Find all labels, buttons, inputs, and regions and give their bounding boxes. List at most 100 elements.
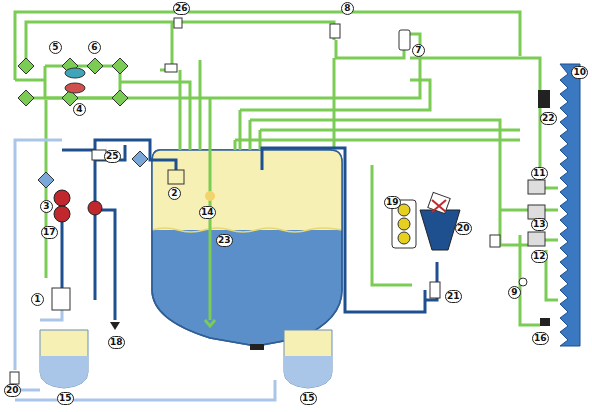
- callout-number: 3: [40, 200, 53, 213]
- callout-number: 18: [108, 336, 125, 349]
- schematic-part: [152, 150, 342, 230]
- callout-number: 1: [31, 293, 44, 306]
- induction-hopper: [392, 192, 460, 298]
- schematic-part: [330, 24, 340, 38]
- schematic-part: [519, 278, 527, 286]
- schematic-part: [520, 235, 540, 325]
- callout-number: 20: [455, 222, 472, 235]
- schematic-part: [110, 322, 120, 330]
- schematic-part: [15, 79, 45, 82]
- schematic-part: [262, 148, 425, 312]
- schematic-part: [528, 180, 545, 194]
- schematic-part: [62, 149, 95, 152]
- schematic-part: [340, 12, 520, 56]
- schematic-part: [398, 218, 410, 230]
- schematic-part: [95, 210, 115, 320]
- schematic-part: [560, 64, 580, 346]
- schematic-part: [545, 188, 558, 300]
- schematic-part: [18, 90, 34, 106]
- schematic-part: [528, 232, 545, 246]
- schematic-part: [95, 140, 176, 300]
- schematic-part: [538, 90, 550, 108]
- schematic-part: [45, 100, 48, 278]
- green-lines: [15, 12, 558, 326]
- schematic-part: [65, 68, 85, 78]
- schematic-part: [26, 22, 334, 66]
- rinse-tanks: [10, 330, 332, 388]
- callout-number: 12: [531, 250, 548, 263]
- callout-number: 9: [508, 286, 521, 299]
- callout-number: 8: [341, 2, 354, 15]
- rinse-lines: [15, 140, 275, 400]
- schematic-part: [45, 66, 120, 98]
- schematic-part: [165, 64, 177, 72]
- schematic-part: [250, 344, 264, 350]
- schematic-part: [38, 172, 54, 188]
- schematic-part: [528, 205, 545, 219]
- schematic-part: [10, 372, 19, 384]
- callout-number: 26: [173, 2, 190, 15]
- schematic-part: [152, 228, 342, 232]
- pump-parts: [38, 150, 184, 330]
- spray-boom: [560, 64, 580, 346]
- schematic-part: [430, 282, 440, 298]
- schematic-part: [40, 356, 88, 388]
- schematic-part: [428, 192, 450, 213]
- callout-number: 11: [531, 167, 548, 180]
- callout-number: 19: [384, 196, 401, 209]
- schematic-part: [540, 318, 550, 326]
- callout-number: 2: [168, 187, 181, 200]
- callout-number: 15: [57, 392, 74, 405]
- schematic-part: [398, 232, 410, 244]
- schematic-part: [432, 200, 446, 212]
- schematic-part: [18, 58, 34, 74]
- callout-number: 22: [540, 112, 557, 125]
- pressure-lines: [62, 140, 437, 320]
- callout-number: 13: [531, 218, 548, 231]
- callout-number: 17: [41, 226, 58, 239]
- callout-number: 7: [412, 44, 425, 57]
- schematic-part: [52, 288, 70, 310]
- schematic-part: [26, 34, 420, 98]
- schematic-part: [490, 235, 500, 247]
- callout-number: 10: [571, 66, 588, 79]
- schematic-part: [174, 18, 182, 28]
- callout-number: 21: [445, 290, 462, 303]
- callout-number: 5: [49, 41, 62, 54]
- schematic-part: [160, 22, 172, 70]
- schematic-part: [284, 330, 332, 388]
- callout-number: 6: [88, 41, 101, 54]
- schematic-part: [205, 191, 215, 201]
- schematic-part: [65, 83, 85, 93]
- schematic-part: [15, 12, 340, 80]
- valve-icons: [18, 18, 550, 326]
- schematic-part: [399, 30, 410, 50]
- schematic-part: [333, 58, 336, 150]
- callout-number: 23: [216, 234, 233, 247]
- schematic-part: [88, 201, 102, 215]
- callout-number: 14: [199, 206, 216, 219]
- schematic-part: [87, 58, 103, 74]
- callout-number: 4: [73, 103, 86, 116]
- schematic-part: [152, 150, 342, 345]
- schematic-part: [168, 170, 184, 184]
- callout-number: 20: [4, 384, 21, 397]
- callout-number: 25: [104, 150, 121, 163]
- tank: [152, 150, 342, 350]
- schematic-part: [40, 330, 88, 388]
- schematic-part: [284, 356, 332, 388]
- schematic-part: [132, 151, 148, 167]
- schematic-part: [336, 40, 404, 58]
- schematic-part: [420, 210, 460, 250]
- schematic-part: [112, 90, 128, 106]
- schematic-part: [152, 150, 342, 345]
- callout-number: 15: [300, 392, 317, 405]
- schematic-part: [199, 60, 202, 150]
- schematic-part: [179, 70, 182, 150]
- schematic-part: [54, 206, 70, 222]
- schematic-part: [500, 180, 528, 245]
- schematic-part: [54, 190, 70, 206]
- schematic-part: [112, 58, 128, 74]
